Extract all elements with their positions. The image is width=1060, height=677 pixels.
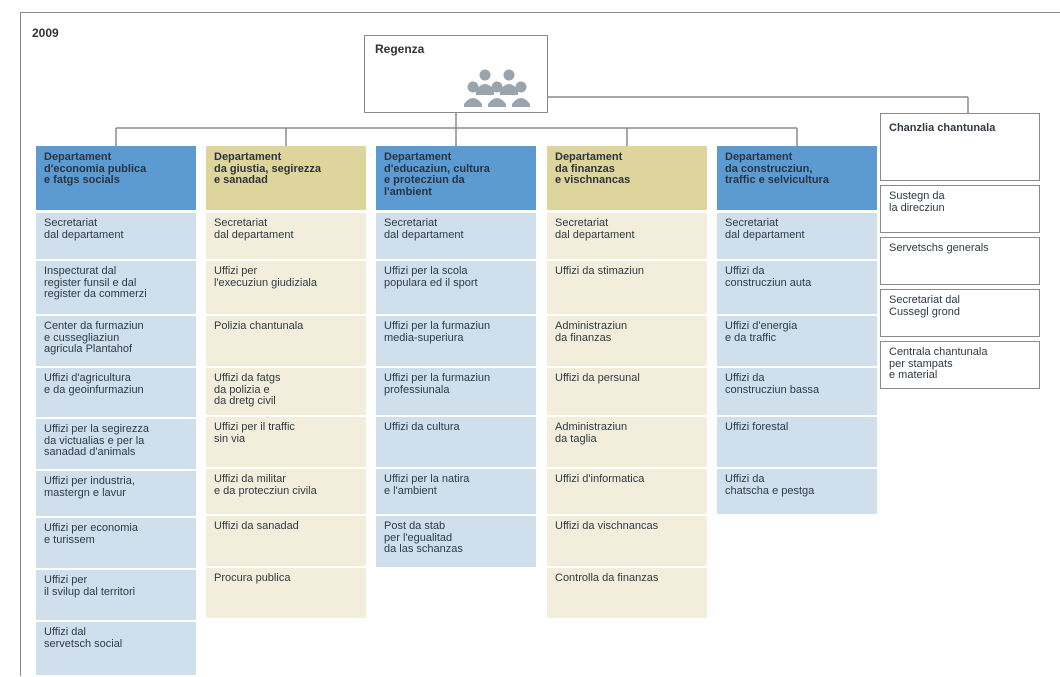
chanzlia-unit: Servetschs generals <box>880 237 1040 285</box>
people-group-icon <box>464 69 530 107</box>
office-cell: Secretariat dal departament <box>547 213 707 261</box>
department-title: Departament d'economia publica e fatgs s… <box>36 146 196 213</box>
office-cell: Uffizi da militar e da protecziun civila <box>206 469 366 516</box>
department-title: Departament da construcziun, traffic e s… <box>717 146 877 213</box>
regenza-title: Regenza <box>375 42 425 56</box>
chanzlia-unit: Secretariat dal Cussegl grond <box>880 289 1040 337</box>
chanzlia-unit: Sustegn da la direcziun <box>880 185 1040 233</box>
department-column: Departament da construcziun, traffic e s… <box>717 146 877 516</box>
chanzlia-title: Chanzlia chantunala <box>880 113 1040 181</box>
office-cell: Administraziun da taglia <box>547 417 707 469</box>
office-cell: Uffizi da stimaziun <box>547 261 707 316</box>
office-cell: Uffizi da vischnancas <box>547 516 707 568</box>
office-cell: Uffizi da cultura <box>376 417 536 469</box>
year-label: 2009 <box>32 26 59 40</box>
office-cell: Secretariat dal departament <box>376 213 536 261</box>
office-cell: Center da furmaziun e cussegliaziun agri… <box>36 316 196 368</box>
office-cell: Uffizi da sanadad <box>206 516 366 568</box>
office-cell: Uffizi da fatgs da polizia e da dretg ci… <box>206 368 366 417</box>
office-cell: Uffizi per la scola populara ed il sport <box>376 261 536 316</box>
office-cell: Uffizi da construcziun bassa <box>717 368 877 417</box>
department-column: Departament d'economia publica e fatgs s… <box>36 146 196 677</box>
office-cell: Uffizi per la natira e l'ambient <box>376 469 536 516</box>
regenza-box: Regenza <box>364 35 548 113</box>
department-title: Departament da finanzas e vischnancas <box>547 146 707 213</box>
office-cell: Uffizi per il traffic sin via <box>206 417 366 469</box>
office-cell: Procura publica <box>206 568 366 620</box>
office-cell: Inspecturat dal register funsil e dal re… <box>36 261 196 316</box>
office-cell: Uffizi d'informatica <box>547 469 707 516</box>
department-title: Departament d'educaziun, cultura e prote… <box>376 146 536 213</box>
chart-frame <box>20 12 1060 676</box>
office-cell: Uffizi forestal <box>717 417 877 469</box>
office-cell: Uffizi per la furmaziun professiunala <box>376 368 536 417</box>
office-cell: Post da stab per l'egualitad da las scha… <box>376 516 536 569</box>
office-cell: Uffizi da construcziun auta <box>717 261 877 316</box>
office-cell: Controlla da finanzas <box>547 568 707 620</box>
department-column: Departament da giustia, segirezza e sana… <box>206 146 366 620</box>
office-cell: Uffizi per l'execuziun giudiziala <box>206 261 366 316</box>
office-cell: Secretariat dal departament <box>717 213 877 261</box>
office-cell: Uffizi d'agricultura e da geoinfurmaziun <box>36 368 196 419</box>
office-cell: Polizia chantunala <box>206 316 366 368</box>
office-cell: Uffizi per economia e turissem <box>36 518 196 570</box>
office-cell: Uffizi da persunal <box>547 368 707 417</box>
office-cell: Uffizi per il svilup dal territori <box>36 570 196 622</box>
office-cell: Uffizi dal servetsch social <box>36 622 196 677</box>
office-cell: Secretariat dal departament <box>206 213 366 261</box>
office-cell: Uffizi da chatscha e pestga <box>717 469 877 516</box>
office-cell: Uffizi per industria, mastergn e lavur <box>36 471 196 518</box>
chanzlia-column: Chanzlia chantunala Sustegn da la direcz… <box>880 113 1040 389</box>
department-column: Departament d'educaziun, cultura e prote… <box>376 146 536 569</box>
office-cell: Uffizi d'energia e da traffic <box>717 316 877 368</box>
office-cell: Administraziun da finanzas <box>547 316 707 368</box>
office-cell: Secretariat dal departament <box>36 213 196 261</box>
department-title: Departament da giustia, segirezza e sana… <box>206 146 366 213</box>
office-cell: Uffizi per la furmaziun media-superiura <box>376 316 536 368</box>
chanzlia-unit: Centrala chantunala per stampats e mater… <box>880 341 1040 389</box>
office-cell: Uffizi per la segirezza da victualias e … <box>36 419 196 471</box>
